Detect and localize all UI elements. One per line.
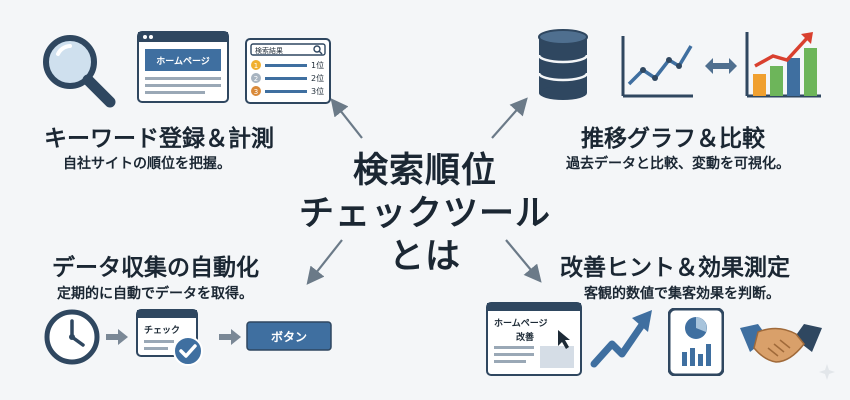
homepage-window-icon: ホームページ	[137, 31, 229, 103]
flow-arrow-icon	[106, 329, 128, 345]
flow-arrow-icon-2	[219, 329, 241, 345]
cursor-icon	[558, 330, 570, 349]
rank-3-label: 3位	[311, 86, 324, 96]
sparkle-icon	[819, 364, 835, 380]
rising-trend-icon	[590, 310, 652, 368]
search-icon	[313, 45, 321, 53]
magnifier-icon	[43, 35, 116, 108]
rank-badge-1: 1	[254, 62, 258, 70]
mock-button-label: ボタン	[271, 329, 307, 344]
rank-badge-3: 3	[254, 88, 258, 96]
feature-graph-title: 推移グラフ＆比較	[581, 126, 765, 152]
check-window-icon: チェック	[136, 309, 203, 366]
improve-label-2: 改善	[516, 331, 534, 343]
search-results-label: 検索結果	[255, 46, 283, 55]
improve-label-1: ホームページ	[494, 318, 548, 329]
rank-1-label: 1位	[311, 60, 324, 70]
feature-automation-title: データ収集の自動化	[52, 255, 259, 281]
rank-2-label: 2位	[311, 73, 324, 83]
center-title-line1: 検索順位	[352, 151, 497, 191]
search-results-window-icon: 検索結果 1 1位 2 2位 3 3位	[245, 38, 331, 104]
clock-icon	[44, 309, 100, 365]
feature-keyword-desc: 自社サイトの順位を把握。	[63, 156, 231, 172]
feature-automation-desc: 定期的に自動でデータを取得。	[57, 286, 253, 302]
feature-improvement-title: 改善ヒント＆効果測定	[560, 255, 790, 281]
feature-improvement-desc: 客観的数値で集客効果を判断。	[584, 286, 780, 302]
arrow-to-keyword	[330, 98, 363, 139]
bar-chart-growth-icon	[745, 32, 821, 98]
database-icon	[537, 29, 589, 100]
checkmark-icon	[173, 336, 203, 366]
line-chart-icon	[621, 36, 693, 98]
improve-window-icon: ホームページ 改善	[486, 302, 582, 376]
arrow-to-automation	[306, 239, 343, 285]
center-title-line3: とは	[388, 237, 461, 277]
feature-graph-desc: 過去データと比較、変動を可視化。	[566, 156, 790, 172]
compare-arrows-icon	[705, 58, 737, 74]
center-title-line2: チェックツール	[298, 194, 551, 234]
handshake-icon	[740, 324, 822, 363]
check-label: チェック	[144, 325, 180, 336]
rank-badge-2: 2	[254, 75, 258, 83]
mock-button: ボタン	[246, 321, 332, 351]
feature-keyword-title: キーワード登録＆計測	[44, 126, 274, 152]
arrow-to-graph	[491, 97, 528, 139]
tablet-report-icon	[668, 308, 724, 376]
center-title: 検索順位 チェックツール とは	[290, 150, 560, 279]
arrow-to-improvement	[505, 239, 542, 283]
homepage-label: ホームページ	[156, 56, 210, 67]
